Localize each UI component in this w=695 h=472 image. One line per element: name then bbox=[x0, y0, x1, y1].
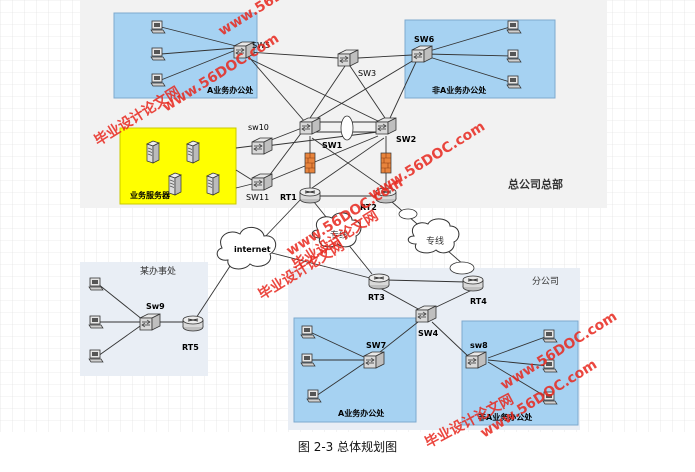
device-label-rt2: RT2 bbox=[360, 203, 377, 212]
server-icon bbox=[146, 140, 160, 164]
device-label-sw5: SW5 bbox=[252, 41, 270, 50]
switch-icon-sw2 bbox=[375, 117, 397, 135]
device-label-rt1: RT1 bbox=[280, 193, 297, 202]
switch-icon-sw8 bbox=[465, 351, 487, 369]
switch-icon-sw10 bbox=[251, 137, 273, 155]
figure-caption: 图 2-3 总体规划图 bbox=[297, 440, 398, 454]
sw7-office-label: A业务办公处 bbox=[338, 408, 385, 418]
a-biz-office-label-left: A业务办公处 bbox=[207, 85, 254, 95]
routers: RT1 RT2 RT3 RT4 RT5 bbox=[182, 187, 487, 352]
device-label-sw11: SW11 bbox=[246, 193, 269, 202]
a-biz-office-zone-left bbox=[113, 12, 258, 99]
switch-icon-sw3 bbox=[337, 49, 359, 67]
switch-icon-sw4 bbox=[415, 305, 437, 323]
switch-icon-sw1 bbox=[299, 117, 321, 135]
device-label-sw9: Sw9 bbox=[146, 302, 165, 311]
switch-icon-sw7 bbox=[363, 351, 385, 369]
device-label-rt3: RT3 bbox=[368, 293, 385, 302]
sw8-office-zone bbox=[461, 320, 579, 426]
router-icon-rt5 bbox=[182, 315, 204, 332]
switches: SW5 SW3 SW6 SW1 SW2 sw10 SW11 Sw9 SW4 SW… bbox=[139, 35, 488, 369]
internet-label: internet bbox=[234, 245, 271, 254]
device-label-sw8: sw8 bbox=[470, 341, 488, 350]
device-label-sw10: sw10 bbox=[248, 123, 269, 132]
device-label-rt5: RT5 bbox=[182, 343, 199, 352]
device-label-rt4: RT4 bbox=[470, 297, 487, 306]
firewall-icon bbox=[304, 152, 316, 174]
remote-office-label: 某办事处 bbox=[140, 265, 176, 277]
lease-line-cloud-2: 专线 bbox=[407, 218, 460, 254]
branch-label: 分公司 bbox=[532, 276, 559, 287]
router-icon-rt1 bbox=[299, 187, 321, 204]
switch-icon-sw9 bbox=[139, 313, 161, 331]
router-icon-rt4 bbox=[462, 275, 484, 292]
server-icon bbox=[186, 140, 200, 164]
device-label-sw6: SW6 bbox=[414, 35, 435, 44]
lease-line-label-1: 专线 bbox=[330, 229, 348, 241]
switch-icon-sw11 bbox=[251, 173, 273, 191]
sw8-office-label: 非A业务办公处 bbox=[478, 412, 533, 422]
hq-label: 总公司总部 bbox=[508, 177, 563, 191]
non-a-biz-office-label-right: 非A业务办公处 bbox=[432, 85, 487, 95]
server-icon bbox=[168, 172, 182, 196]
router-icon-rt3 bbox=[368, 273, 390, 290]
device-label-sw3: SW3 bbox=[358, 69, 376, 78]
lease-line-label-2: 专线 bbox=[426, 235, 444, 247]
device-label-sw7: SW7 bbox=[366, 341, 386, 350]
firewall-icon bbox=[380, 152, 392, 174]
server-icon bbox=[206, 172, 220, 196]
device-label-sw4: SW4 bbox=[418, 329, 439, 338]
internet-cloud: internet bbox=[216, 227, 277, 270]
biz-server-label: 业务服务器 bbox=[130, 190, 171, 200]
switch-icon-sw6 bbox=[411, 45, 433, 63]
lease-line-ellipses bbox=[340, 115, 475, 275]
lease-line-cloud-1: 专线 bbox=[311, 212, 362, 248]
device-label-sw1: SW1 bbox=[322, 141, 343, 150]
device-label-sw2: SW2 bbox=[396, 135, 416, 144]
